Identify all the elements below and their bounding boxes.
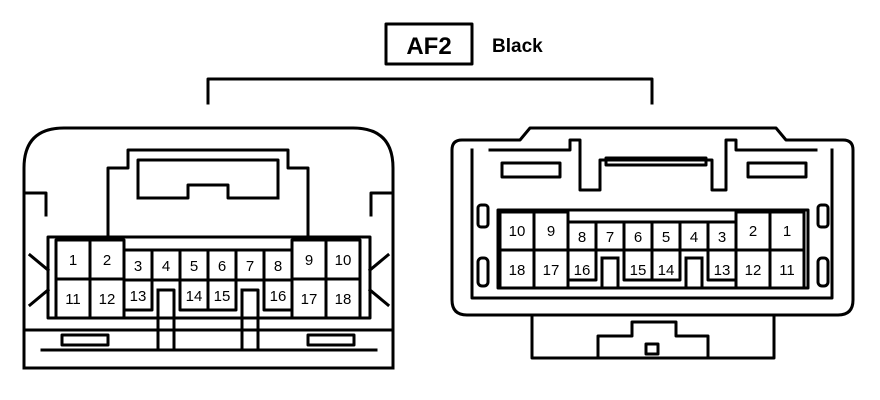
- right-pin-label: 8: [578, 229, 586, 246]
- right-pin-label: 15: [630, 262, 647, 279]
- left-pin-label: 13: [130, 288, 147, 305]
- right-pin-label: 18: [509, 262, 526, 279]
- right-pin-label: 10: [509, 223, 526, 240]
- right-pin-label: 13: [714, 262, 731, 279]
- right-pin-label: 7: [606, 229, 614, 246]
- right-pin-label: 14: [658, 262, 675, 279]
- right-pin-labels: 10 9 8 7 6 5 4 3 2 1 18 17 16 15 14 13 1…: [509, 223, 795, 279]
- right-pin-label: 16: [574, 262, 591, 279]
- left-pin-label: 6: [218, 258, 226, 275]
- left-pin-label: 4: [162, 258, 170, 275]
- left-pin-label: 7: [246, 258, 254, 275]
- left-pin-label: 11: [65, 291, 81, 308]
- right-pin-label: 4: [690, 229, 698, 246]
- connector-color-label: Black: [492, 36, 543, 57]
- connector-code-box: [384, 22, 474, 66]
- right-pin-label: 12: [745, 262, 762, 279]
- left-pin-label: 2: [103, 252, 111, 269]
- right-pin-label: 9: [547, 223, 555, 240]
- bracket-line: [206, 77, 654, 105]
- left-pin-label: 17: [301, 291, 318, 308]
- right-pin-label: 11: [779, 262, 795, 279]
- left-pin-label: 10: [335, 252, 352, 269]
- right-pin-label: 1: [783, 223, 791, 240]
- right-pin-grid: [498, 210, 806, 290]
- left-pin-label: 8: [274, 258, 282, 275]
- left-pin-label: 3: [134, 258, 142, 275]
- right-pin-label: 17: [543, 262, 560, 279]
- right-pin-label: 3: [718, 229, 726, 246]
- right-pin-label: 5: [662, 229, 670, 246]
- right-pin-label: 6: [634, 229, 642, 246]
- connector-code: AF2: [406, 33, 451, 60]
- left-pin-label: 18: [335, 291, 352, 308]
- left-pin-label: 12: [99, 291, 116, 308]
- left-pin-grid: [54, 238, 362, 350]
- right-connector-housing: [450, 126, 855, 360]
- left-pin-labels: 1 2 3 4 5 6 7 8 9 10 11 12 13 14 15 16 1…: [65, 252, 351, 308]
- left-pin-label: 16: [270, 288, 287, 305]
- left-pin-label: 9: [305, 252, 313, 269]
- right-pin-label: 2: [749, 223, 757, 240]
- left-pin-label: 14: [186, 288, 203, 305]
- left-pin-label: 5: [190, 258, 198, 275]
- left-pin-label: 15: [214, 288, 231, 305]
- left-pin-label: 1: [69, 252, 77, 269]
- left-connector-housing: [22, 126, 395, 370]
